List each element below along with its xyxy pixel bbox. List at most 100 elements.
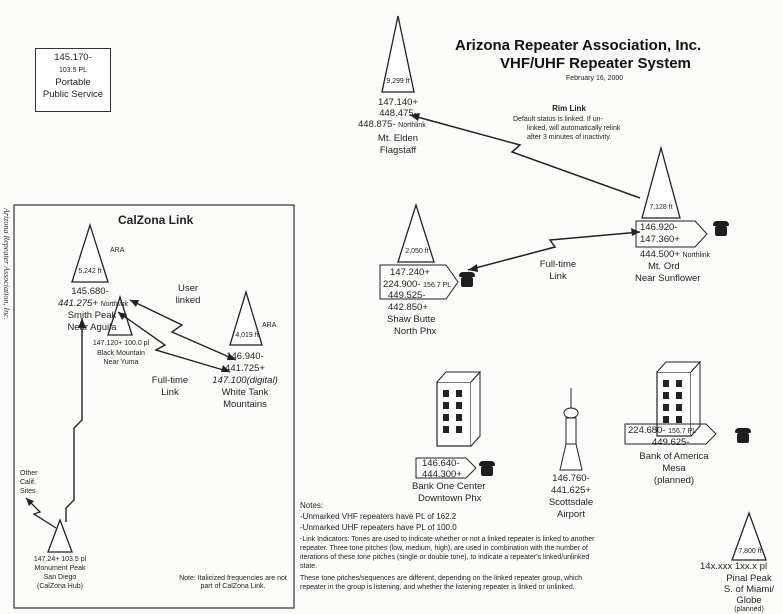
- whitetank-f3: 147.100(digital): [212, 375, 278, 386]
- ord-f3: 444.500+ Northlink: [640, 249, 711, 260]
- elden-elev: 9,299 ft: [386, 78, 410, 85]
- boa-phone-icon: [734, 428, 752, 444]
- user-arrow-b-icon: [227, 353, 236, 360]
- notes-n3a: -Link Indicators: Tones are used to indi…: [300, 536, 595, 543]
- other-sites-label3: Sites: [20, 488, 36, 495]
- portable-label: Portable: [55, 77, 91, 88]
- smith-f2: 441.275+ Northlink: [58, 298, 129, 309]
- calzona-title: CalZona Link: [118, 213, 194, 227]
- ord-elev: 7,128 ft: [649, 204, 673, 211]
- whitetank-name2: Mountains: [223, 399, 267, 410]
- bankone-f1: 146.640-: [422, 458, 460, 469]
- black-f1: 147.120+ 100.0 pl: [92, 340, 150, 347]
- pinal-name4: (planned): [734, 606, 764, 613]
- boa-name1: Bank of America: [639, 451, 709, 462]
- boa-name3: (planned): [653, 475, 695, 486]
- black-name2: Near Yuma: [103, 359, 139, 366]
- smith-name1: Smith Peak: [67, 310, 117, 321]
- pinal-name1: Pinal Peak: [726, 573, 772, 584]
- scottsdale-name1: Scottsdale: [548, 497, 594, 508]
- calzona-side-text: Arizona Repeater Association, Inc.: [2, 208, 11, 320]
- page-date: February 16, 2000: [566, 75, 624, 82]
- fulltime-left-label1: Full-time: [151, 375, 189, 386]
- shaw-name2: North Phx: [394, 326, 437, 337]
- portable-box: [35, 48, 111, 112]
- boa-f2: 449.625-: [652, 437, 690, 448]
- other-sites-link-line: [25, 497, 57, 529]
- notes-n3c: iterations of these tone pitches (single…: [300, 554, 590, 561]
- shaw-label-frame: [379, 264, 459, 300]
- peak-shaw-icon: [397, 202, 435, 263]
- rim-link-line: [409, 114, 641, 199]
- boa-name2: Mesa: [662, 463, 686, 474]
- rim-link-title: Rim Link: [552, 104, 586, 113]
- pinal-name3: Globe: [736, 595, 762, 606]
- calzona-down-arrow-icon: [78, 318, 86, 328]
- bankone-name2: Downtown Phx: [418, 493, 482, 504]
- rim-link-desc3: after 3 minutes of inactivity.: [527, 134, 612, 141]
- monument-name3: (CalZona Hub): [37, 583, 83, 590]
- smith-name2: Near Aguila: [67, 322, 117, 333]
- pinal-f1: 14x.xxx 1xx.x pl: [700, 561, 768, 572]
- elden-f3: 448.875- Northlink: [358, 119, 426, 130]
- notes-n1: -Unmarked VHF repeaters have PL of 162.2: [300, 512, 457, 521]
- fulltime-right-arrow-a-icon: [468, 264, 478, 272]
- smith-f1: 145.680-: [71, 286, 109, 297]
- shaw-elev: 2,050 ft: [405, 248, 429, 255]
- fulltime-link-right-line: [467, 231, 641, 271]
- pinal-elev: 7,800 ft: [738, 548, 762, 555]
- shaw-f4: 442.850+: [388, 302, 428, 313]
- rim-link-desc1: Default status is linked. If un-: [513, 116, 603, 123]
- bankone-label-frame: [415, 457, 477, 479]
- monument-name2: San Diego: [43, 574, 77, 581]
- notes-title: Notes:: [300, 501, 324, 510]
- user-arrow-a-icon: [130, 300, 139, 307]
- whitetank-elev: 4,019 ft: [235, 332, 259, 339]
- peak-ord-icon: [641, 145, 681, 219]
- bankone-f2: 444.300+: [422, 469, 462, 480]
- notes-n4b: repeater in the group is listening, and …: [300, 584, 575, 591]
- whitetank-f2: 441.725+: [225, 363, 265, 374]
- rim-link-arrow-icon: [410, 113, 420, 121]
- other-sites-label1: Other: [20, 470, 38, 477]
- fulltime-left-arrow-a-icon: [118, 312, 127, 320]
- peak-elden-icon: [381, 15, 415, 93]
- monument-name1: Monument Peak: [34, 565, 86, 572]
- peak-pinal-icon: [731, 511, 767, 561]
- elden-name1: Mt. Elden: [377, 133, 419, 144]
- calzona-frame: [13, 204, 295, 609]
- fulltime-right-label2: Link: [549, 271, 567, 282]
- bankone-building-icon: [436, 370, 482, 447]
- shaw-name1: Shaw Butte: [387, 314, 436, 325]
- portable-tone: 103.5 PL: [58, 67, 88, 74]
- other-sites-label2: Calif.: [20, 479, 36, 486]
- ord-label-frame: [635, 220, 708, 248]
- black-name1: Black Mountain: [97, 350, 145, 357]
- scottsdale-tower-icon: [559, 388, 583, 471]
- boa-label-frame: [624, 423, 717, 445]
- portable-freq: 145.170-: [54, 52, 92, 63]
- whitetank-tag: ARA: [262, 322, 277, 329]
- page-subtitle: VHF/UHF Repeater System: [500, 55, 691, 72]
- rim-link-desc2: linked, will automatically relink: [527, 125, 621, 132]
- portable-label2: Public Service: [42, 89, 104, 100]
- scottsdale-f2: 441.625+: [551, 485, 591, 496]
- other-sites-arrow-icon: [26, 498, 34, 506]
- boa-f1: 224.680- 156.7 PL: [628, 425, 697, 436]
- fulltime-link-left-line: [117, 311, 231, 373]
- elden-f1: 147.140+: [378, 97, 418, 108]
- fulltime-left-arrow-b-icon: [221, 365, 230, 372]
- bankone-name1: Bank One Center: [412, 481, 486, 492]
- pinal-name2: S. of Miami/: [723, 584, 775, 595]
- shaw-f1: 147.240+: [390, 267, 430, 278]
- peak-whitetank-icon: [229, 289, 263, 346]
- smith-elev: 5,242 ft: [78, 268, 102, 275]
- ord-f1: 146.920-: [640, 222, 678, 233]
- smith-tag: ARA: [110, 247, 125, 254]
- shaw-f2: 224.900- 156.7 PL: [383, 279, 452, 290]
- peak-monument-icon: [47, 518, 73, 553]
- fulltime-right-label1: Full-time: [539, 259, 577, 270]
- notes-n4a: These tone pitches/sequences are differe…: [300, 575, 583, 582]
